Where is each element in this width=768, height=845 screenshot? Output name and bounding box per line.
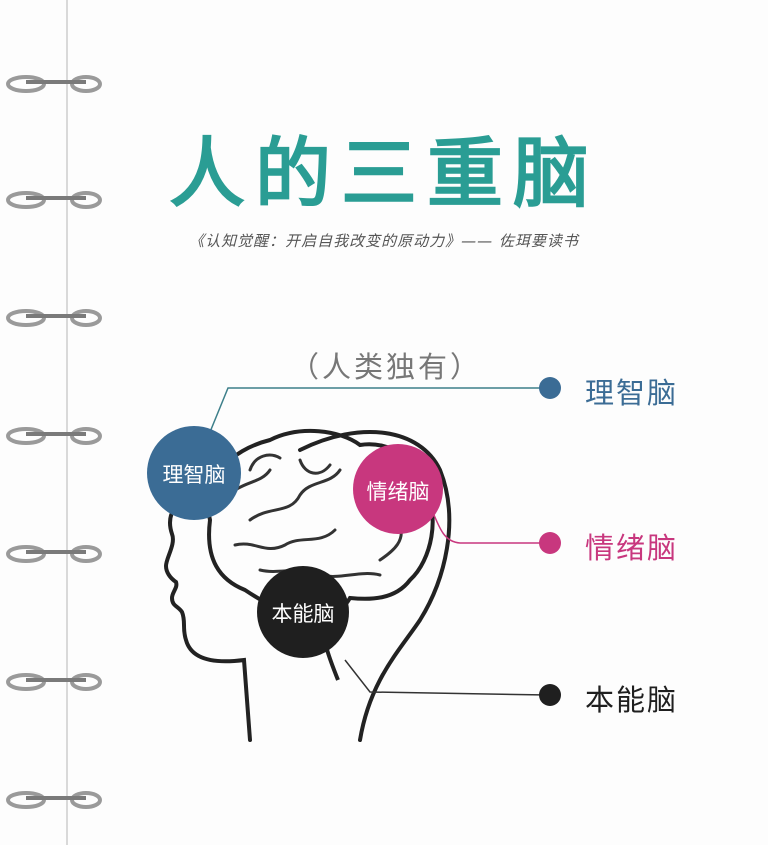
rational-connector-line — [209, 387, 548, 433]
spiral-ring-icon — [6, 309, 102, 327]
rational-brain-bubble-label: 理智脑 — [162, 463, 226, 487]
spiral-ring-icon — [6, 191, 102, 209]
notebook-margin-line — [66, 0, 68, 845]
page-title: 人的三重脑 — [169, 129, 599, 218]
head-back-outline — [298, 430, 452, 742]
uniquely-human-note: （人类独有） — [290, 350, 483, 384]
spiral-ring-icon — [6, 791, 102, 809]
emotional-brain-bubble-label: 情绪脑 — [366, 480, 430, 504]
instinct-brain-legend-label: 本能脑 — [585, 683, 679, 717]
source-citation: 《认知觉醒：开启自我改变的原动力》—— 佐珥要读书 — [189, 232, 579, 250]
emotional-connector-line — [431, 509, 548, 544]
rational-brain-bubble — [147, 426, 241, 520]
emotional-brain-legend-label: 情绪脑 — [585, 531, 679, 565]
spiral-ring-icon — [6, 75, 102, 93]
spiral-ring-icon — [6, 427, 102, 445]
rational-brain-legend-label: 理智脑 — [585, 376, 679, 410]
emotional-brain-bubble — [353, 444, 443, 534]
instinct-legend-dot — [539, 684, 561, 706]
head-outline — [163, 502, 252, 742]
rational-legend-dot — [539, 377, 561, 399]
instinct-brain-bubble — [257, 566, 349, 658]
spiral-ring-icon — [6, 673, 102, 691]
emotional-legend-dot — [539, 532, 561, 554]
spiral-ring-icon — [6, 545, 102, 563]
instinct-brain-bubble-label: 本能脑 — [271, 602, 335, 626]
instinct-connector-line — [344, 659, 549, 696]
